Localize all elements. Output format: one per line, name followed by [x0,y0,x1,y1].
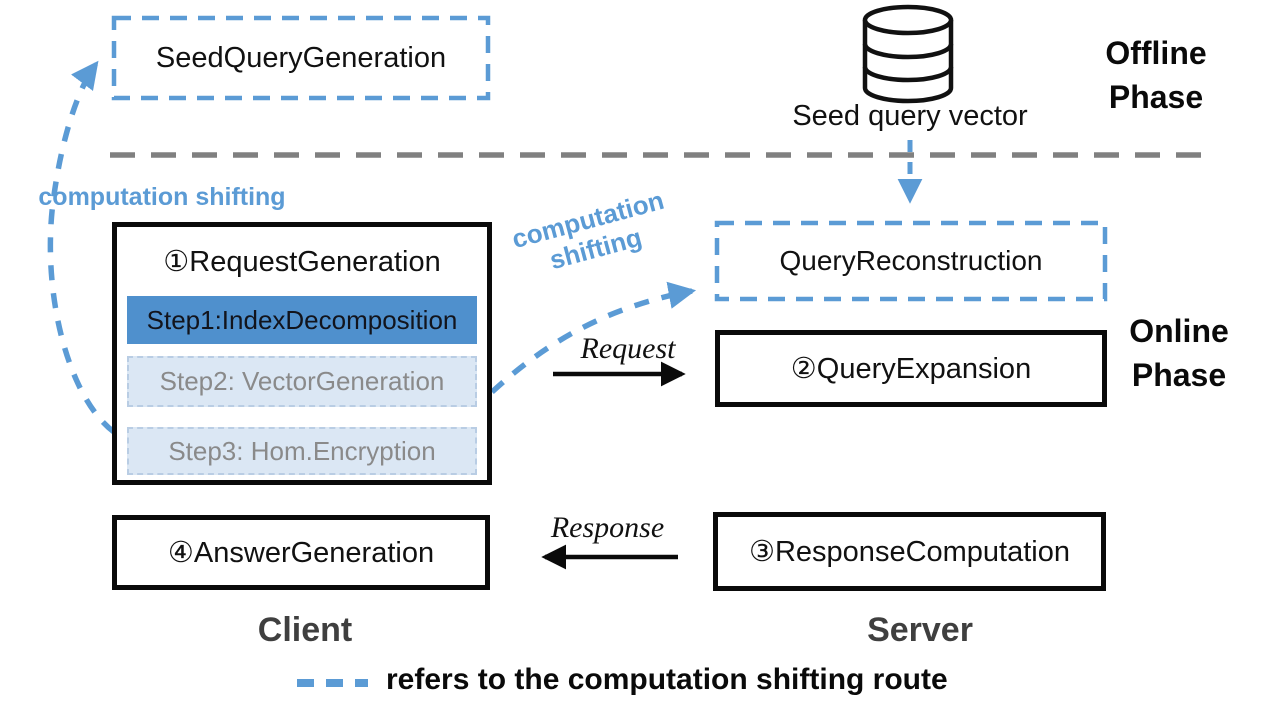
query-expansion-node: ②QueryExpansion [715,330,1107,407]
offline-phase-label: Offline Phase [1105,34,1207,115]
response-computation-node: ③ResponseComputation [713,512,1106,591]
computation-shifting-route-left [47,60,116,435]
query-reconstruction-label: QueryReconstruction [779,245,1043,276]
response-arrow-label: Response [550,511,665,544]
answer-generation-node: ④AnswerGeneration [112,515,490,590]
step2-vector-generation: Step2: VectorGeneration [127,356,477,407]
seed-query-vector-caption: Seed query vector [792,99,1028,132]
client-label: Client [257,610,353,649]
query-reconstruction-node: QueryReconstruction [716,222,1106,300]
seed-query-generation-box-border [111,15,491,101]
step1-index-decomposition: Step1:IndexDecomposition [127,296,477,344]
computation-shifting-label-left: computation shifting [38,182,286,211]
online-phase-label: Online Phase [1129,312,1229,393]
request-arrow-label: Request [580,332,676,365]
database-icon [862,4,954,104]
server-label: Server [867,610,973,649]
seed-query-generation-label: SeedQueryGeneration [155,41,447,74]
query-reconstruction-box-border [714,220,1108,302]
request-generation-title: ①RequestGeneration [163,245,441,278]
request-generation-node: ①RequestGeneration Step1:IndexDecomposit… [112,222,492,485]
legend-text: refers to the computation shifting route [386,663,948,696]
seed-query-generation-node: SeedQueryGeneration [112,18,490,98]
step3-hom-encryption: Step3: Hom.Encryption [127,427,477,475]
